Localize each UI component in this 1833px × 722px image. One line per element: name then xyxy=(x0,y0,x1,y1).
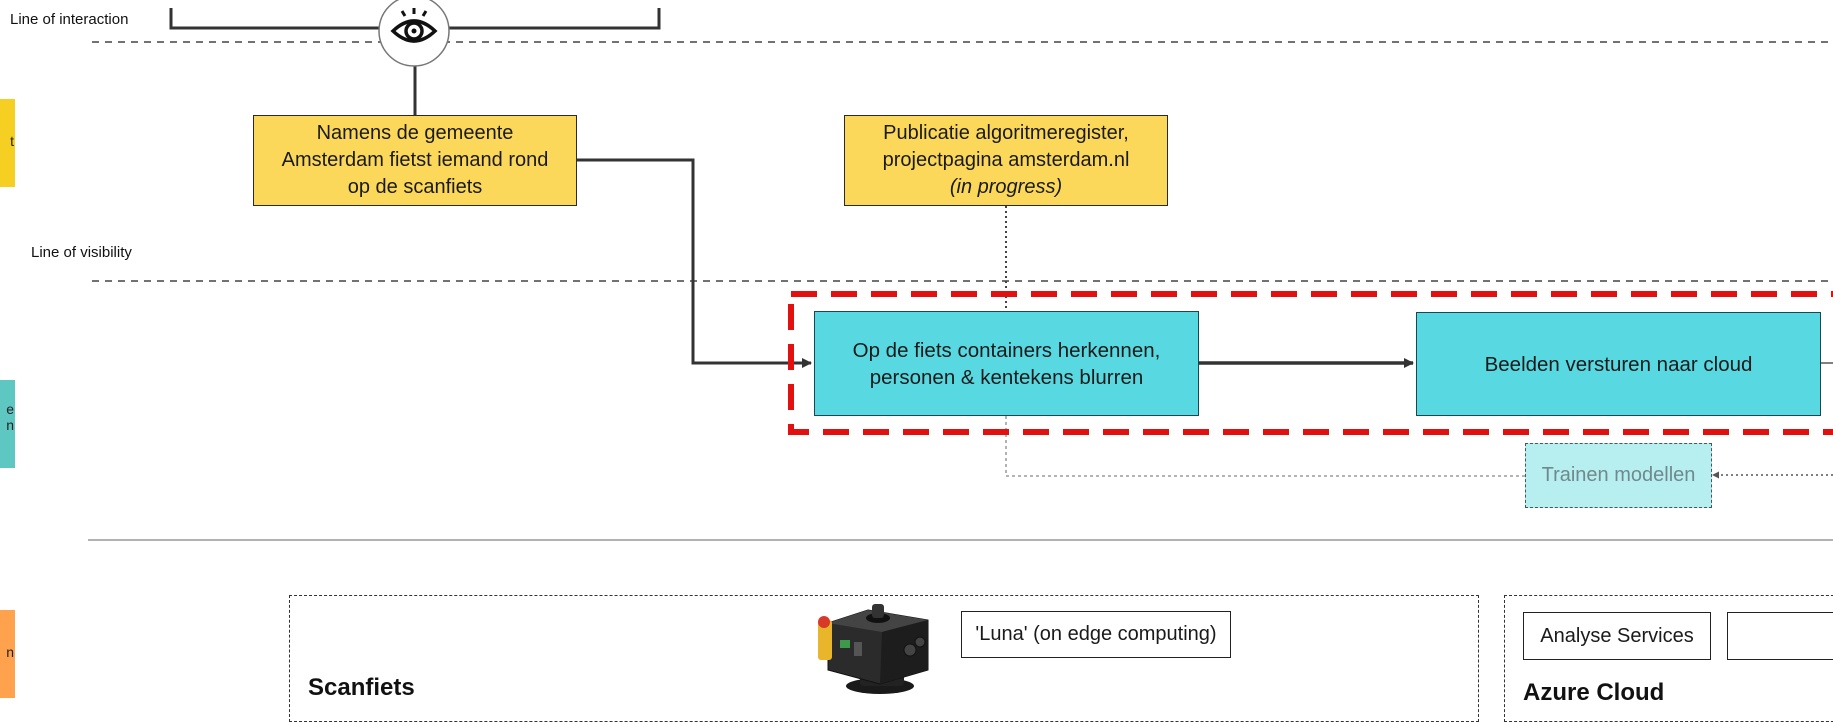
frontstage-action-box: Namens de gemeente Amsterdam fietst iema… xyxy=(253,115,577,206)
process-edge-box: Op de fiets containers herkennen, person… xyxy=(814,311,1199,416)
training-box: Trainen modellen xyxy=(1525,443,1712,508)
camera-device-icon xyxy=(810,598,945,696)
azure-title: Azure Cloud xyxy=(1523,679,1665,706)
line-of-interaction-label: Line of interaction xyxy=(10,11,129,28)
line-of-visibility-label: Line of visibility xyxy=(31,244,132,261)
analyse-services-box: Analyse Services xyxy=(1523,612,1711,660)
azure-service-box-2 xyxy=(1727,612,1833,660)
publication-box: Publicatie algoritmeregister, projectpag… xyxy=(844,115,1168,206)
interaction-bracket xyxy=(169,8,661,30)
scanfiets-title: Scanfiets xyxy=(308,674,415,701)
luna-label-box: 'Luna' (on edge computing) xyxy=(961,611,1231,658)
dashed-training-link xyxy=(1005,416,1525,477)
highlight-frame xyxy=(788,291,1833,435)
arrow-frontstage-to-edge xyxy=(577,158,812,368)
lane-tab-backstage: e n xyxy=(0,380,15,468)
eye-icon xyxy=(377,0,451,68)
process-cloud-box: Beelden versturen naar cloud xyxy=(1416,312,1821,416)
lane-tab-systems: n xyxy=(0,610,15,698)
lane-tab-frontstage: t xyxy=(0,99,15,187)
